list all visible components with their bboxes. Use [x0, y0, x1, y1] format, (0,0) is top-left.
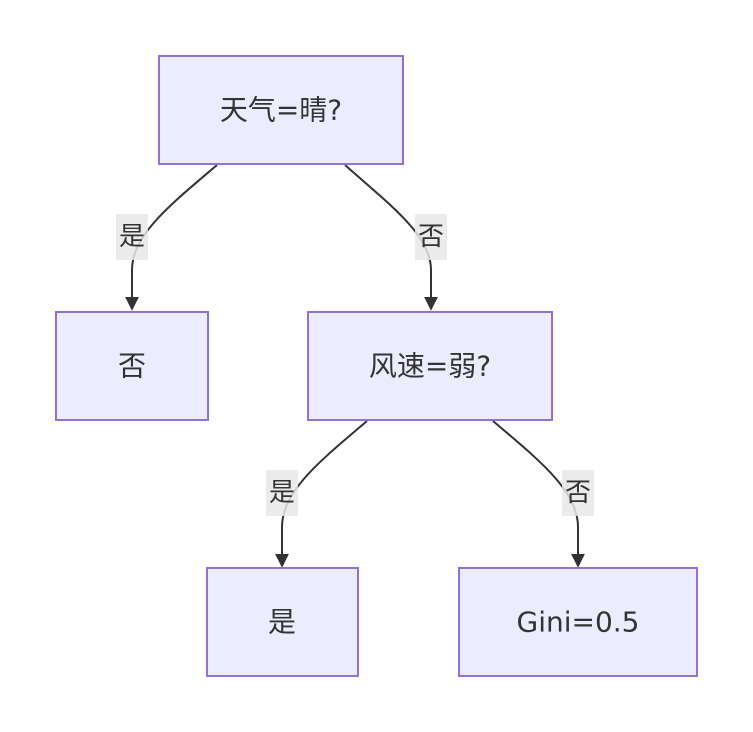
- edge-wind-yes: [275, 420, 368, 568]
- node-wind-label: 风速=弱?: [369, 350, 491, 383]
- edge-label-root-yes-text: 是: [119, 222, 145, 252]
- edge-label-root-no: 否: [415, 214, 447, 260]
- edge-label-wind-no: 否: [562, 470, 594, 516]
- edge-root-no: [344, 164, 438, 311]
- edge-root-yes: [125, 164, 218, 311]
- node-root-label: 天气=晴?: [220, 94, 342, 127]
- edge-label-wind-yes-text: 是: [269, 478, 295, 508]
- node-wind-no-leaf: Gini=0.5: [458, 567, 698, 677]
- node-wind-yes-leaf: 是: [206, 567, 359, 677]
- edge-label-root-yes: 是: [116, 214, 148, 260]
- node-wind-yes-leaf-label: 是: [268, 606, 296, 639]
- node-left-leaf: 否: [55, 311, 209, 421]
- node-root: 天气=晴?: [158, 55, 404, 165]
- node-wind: 风速=弱?: [307, 311, 553, 421]
- edge-label-wind-no-text: 否: [565, 478, 591, 508]
- edge-label-root-no-text: 否: [418, 222, 444, 252]
- node-wind-no-leaf-label: Gini=0.5: [517, 606, 640, 639]
- edge-wind-no: [492, 420, 585, 568]
- edge-label-wind-yes: 是: [266, 470, 298, 516]
- node-left-leaf-label: 否: [118, 350, 146, 383]
